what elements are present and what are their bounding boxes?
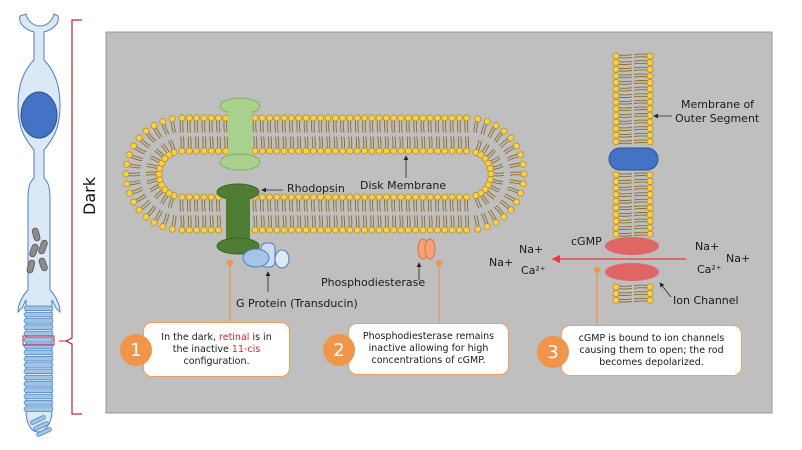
nucleus <box>20 91 58 139</box>
zoom-region-marker <box>22 335 55 346</box>
phosphodiesterase-protein <box>417 238 436 260</box>
mitochondria <box>26 227 48 274</box>
cgmp-label: cGMP <box>571 235 602 248</box>
dark-bracket <box>64 19 82 415</box>
ion-channel-bottom <box>605 263 659 281</box>
rod-cell-illustration <box>17 13 68 437</box>
phosphodiesterase-label: Phosphodiesterase <box>321 276 426 289</box>
ca-ion-outside: Ca²⁺ <box>697 263 722 276</box>
dark-condition-label: Dark <box>80 177 99 215</box>
ion-channel-label: Ion Channel <box>673 294 739 307</box>
callout-connectors <box>226 259 601 326</box>
callout-3: cGMP is bound to ion channels causing th… <box>561 325 742 376</box>
na-ion-inside-1: Na+ <box>519 243 544 256</box>
g-protein-label: G Protein (Transducin) <box>236 297 358 310</box>
callout-2: Phosphodiesterase remains inactive allow… <box>348 323 509 375</box>
rod-disks <box>23 305 54 437</box>
callout-1: In the dark, retinal is in the inactive … <box>143 322 290 377</box>
ion-channel-top <box>605 237 659 255</box>
11-cis-highlight: 11-cis <box>231 343 261 355</box>
rhodopsin-label: Rhodopsin <box>287 182 345 195</box>
ca-ion-inside: Ca²⁺ <box>521 264 546 277</box>
rhodopsin-top-protein <box>219 97 261 171</box>
callout-3-number: 3 <box>537 336 569 368</box>
na-ion-outside-1: Na+ <box>695 240 720 253</box>
callout-2-text: Phosphodiesterase remains inactive allow… <box>362 331 495 366</box>
outer-membrane-label-line2: Outer Segment <box>675 112 760 125</box>
callout-1-text: In the dark, retinal is in the inactive … <box>161 331 272 367</box>
membrane-channel-protein <box>608 147 659 171</box>
callout-1-number: 1 <box>120 334 152 366</box>
callout-2-number: 2 <box>323 334 355 366</box>
retinal-highlight: retinal <box>219 331 250 343</box>
disk-membrane <box>122 114 528 234</box>
g-protein <box>242 242 290 269</box>
na-ion-outside-2: Na+ <box>726 252 751 265</box>
outer-segment-membrane <box>612 52 654 304</box>
disk-membrane-label: Disk Membrane <box>360 179 447 192</box>
rhodopsin-protein <box>216 183 260 255</box>
ion-channel-pointer <box>659 282 672 298</box>
na-ion-inside-2: Na+ <box>489 256 514 269</box>
callout-3-text: cGMP is bound to ion channels causing th… <box>578 332 725 368</box>
outer-membrane-label-line1: Membrane of <box>681 98 755 111</box>
